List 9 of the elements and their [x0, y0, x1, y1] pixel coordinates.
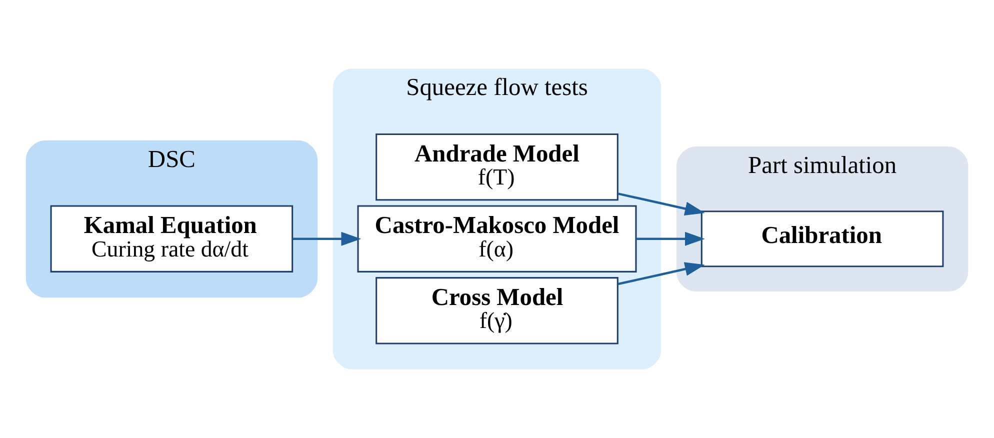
arrow — [636, 232, 705, 246]
arrow — [618, 192, 705, 216]
node-box: Castro-Makosco Model f(α) — [357, 205, 637, 272]
arrow — [292, 232, 362, 246]
node-box: Andrade Model f(T) — [376, 133, 618, 201]
node-box: Cross Model f(γ̇) — [376, 277, 618, 344]
node-box: Calibration — [700, 210, 944, 268]
arrow — [618, 262, 705, 286]
node-box: Kamal Equation Curing rate dα/dt — [50, 205, 294, 272]
